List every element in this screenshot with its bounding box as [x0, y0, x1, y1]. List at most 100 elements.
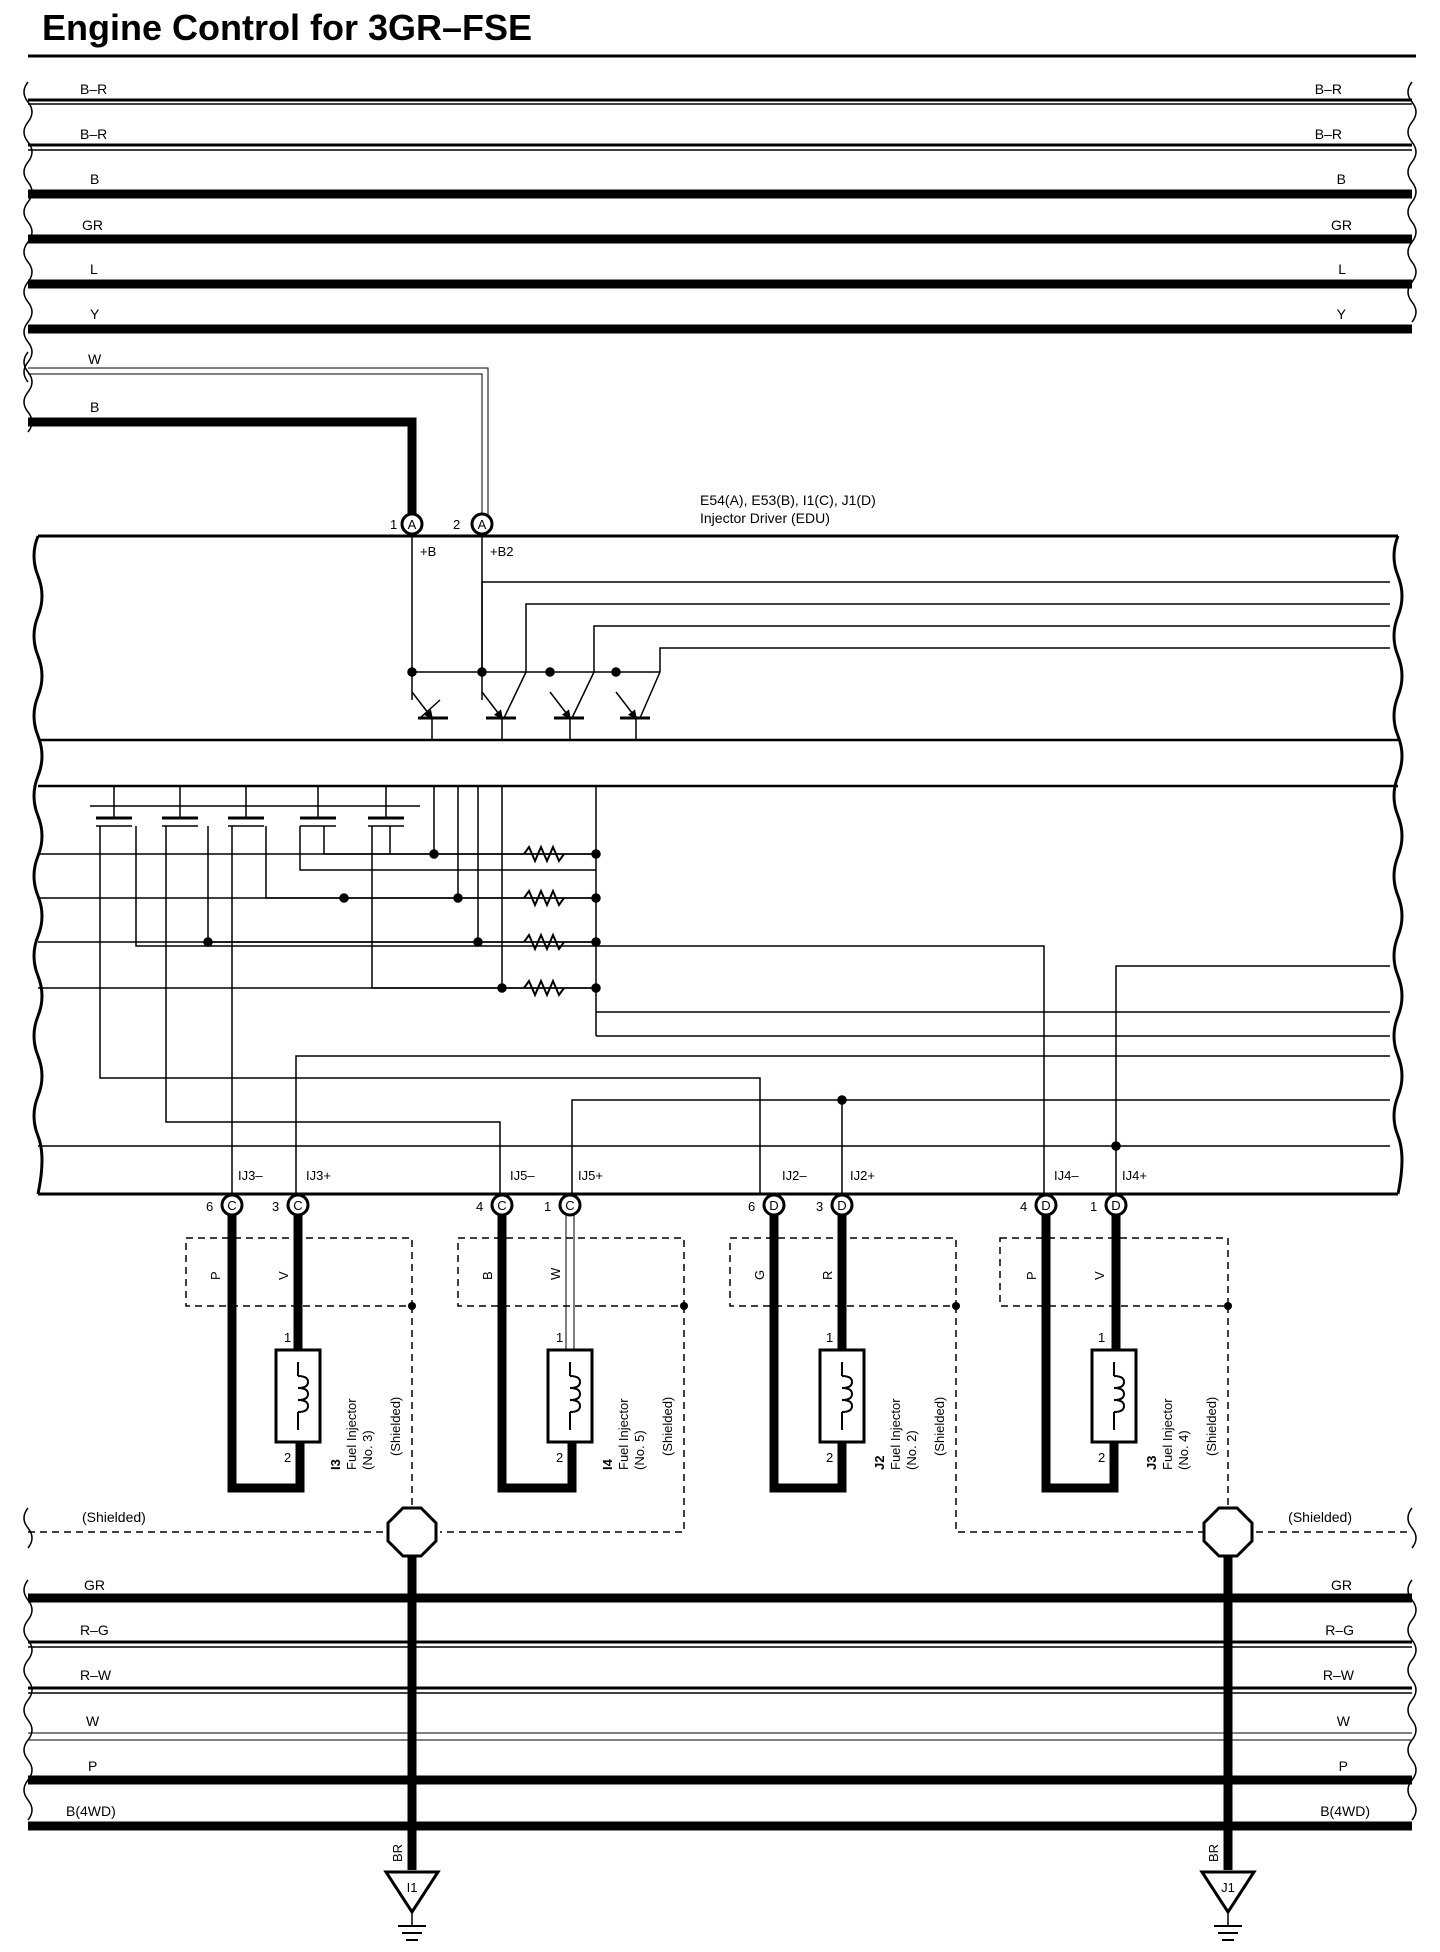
svg-text:J1: J1	[1221, 1880, 1235, 1895]
svg-text:+B: +B	[420, 544, 436, 559]
svg-text:(Shielded): (Shielded)	[932, 1397, 947, 1456]
fuel-injector: P V 1 2 J3 Fuel Injector (No. 4) (Shield…	[999, 1215, 1232, 1512]
svg-text:C: C	[227, 1198, 236, 1213]
wire-label-right: R–W	[1323, 1667, 1355, 1683]
wire-label-left: B–R	[80, 81, 107, 97]
bottom-harness: GR GR R–G R–G R–W R–W W W P P B(4WD) B(4…	[28, 1577, 1412, 1831]
svg-text:A: A	[408, 517, 417, 532]
svg-text:6: 6	[748, 1199, 755, 1214]
svg-text:G: G	[752, 1270, 767, 1280]
svg-text:4: 4	[476, 1199, 483, 1214]
output-pin: IJ2+ 3 D	[816, 1168, 875, 1217]
svg-text:2: 2	[284, 1450, 291, 1465]
svg-text:1: 1	[544, 1199, 551, 1214]
wire-label-right: L	[1338, 261, 1346, 277]
svg-text:(Shielded): (Shielded)	[1204, 1397, 1219, 1456]
svg-text:D: D	[1111, 1198, 1120, 1213]
svg-text:B: B	[480, 1271, 495, 1280]
svg-text:W: W	[548, 1267, 563, 1280]
svg-text:1: 1	[284, 1330, 291, 1345]
edu-power-wires: W B	[28, 351, 489, 518]
edu-connectors-label: E54(A), E53(B), I1(C), J1(D)	[700, 492, 876, 508]
svg-text:(No. 3): (No. 3)	[360, 1430, 375, 1470]
fuel-injector: G R 1 2 J2 Fuel Injector (No. 2) (Shield…	[729, 1215, 1204, 1533]
svg-text:(Shielded): (Shielded)	[388, 1397, 403, 1456]
wire-label-right: B–R	[1315, 81, 1342, 97]
wire-label-right: B	[1337, 171, 1346, 187]
wire-label-right: B(4WD)	[1320, 1803, 1370, 1819]
output-pin: IJ5– 4 C	[476, 1168, 535, 1217]
output-pin: IJ3– 6 C	[206, 1168, 263, 1217]
wire-label-left: L	[90, 261, 98, 277]
output-pin: IJ2– 6 D	[748, 1168, 807, 1217]
svg-text:IJ2–: IJ2–	[782, 1168, 807, 1183]
wire-label-right: GR	[1331, 1577, 1352, 1593]
svg-text:A: A	[478, 517, 487, 532]
wire-label-right: Y	[1337, 306, 1347, 322]
svg-text:BR: BR	[1206, 1844, 1221, 1862]
svg-text:C: C	[293, 1198, 302, 1213]
svg-text:(No. 2): (No. 2)	[904, 1430, 919, 1470]
fuel-injector: B W 1 2 I4 Fuel Injector (No. 5) (Shield…	[440, 1215, 688, 1533]
svg-text:+B2: +B2	[490, 544, 514, 559]
output-pin: IJ4+ 1 D	[1090, 1168, 1147, 1217]
shield-junction	[1202, 1506, 1254, 1558]
top-harness: B–R B–R B–R B–R B B GR GR L L Y Y	[28, 81, 1412, 334]
wire-label-right: W	[1337, 1713, 1351, 1729]
svg-text:IJ5+: IJ5+	[578, 1168, 603, 1183]
svg-text:(Shielded): (Shielded)	[660, 1397, 675, 1456]
svg-text:P: P	[1024, 1271, 1039, 1280]
svg-text:P: P	[208, 1271, 223, 1280]
svg-text:Fuel Injector: Fuel Injector	[1160, 1398, 1175, 1470]
svg-text:1: 1	[1090, 1199, 1097, 1214]
edu-internal-circuit	[38, 536, 1398, 1194]
wire-label-right: B–R	[1315, 126, 1342, 142]
edu-name-label: Injector Driver (EDU)	[700, 510, 830, 526]
svg-text:(No. 5): (No. 5)	[632, 1430, 647, 1470]
svg-text:IJ5–: IJ5–	[510, 1168, 535, 1183]
svg-text:J2: J2	[872, 1456, 887, 1470]
wire-label-left: R–W	[80, 1667, 112, 1683]
edu-box	[32, 534, 1404, 1196]
wire-label-left: GR	[84, 1577, 105, 1593]
svg-text:BR: BR	[390, 1844, 405, 1862]
svg-text:3: 3	[816, 1199, 823, 1214]
svg-text:Fuel Injector: Fuel Injector	[616, 1398, 631, 1470]
wire-label-right: GR	[1331, 217, 1352, 233]
svg-text:IJ2+: IJ2+	[850, 1168, 875, 1183]
svg-text:I3: I3	[328, 1459, 343, 1470]
break-marks	[23, 81, 1417, 1821]
svg-text:(No. 4): (No. 4)	[1176, 1430, 1191, 1470]
svg-text:2: 2	[826, 1450, 833, 1465]
svg-text:J3: J3	[1144, 1456, 1159, 1470]
svg-text:C: C	[565, 1198, 574, 1213]
wire-label-left: P	[88, 1758, 97, 1774]
svg-text:IJ3+: IJ3+	[306, 1168, 331, 1183]
shield-label-right: (Shielded)	[1288, 1509, 1352, 1525]
svg-text:I1: I1	[407, 1880, 418, 1895]
wire-label-left: W	[88, 351, 102, 367]
output-pin: IJ3+ 3 C	[272, 1168, 331, 1217]
svg-text:1: 1	[390, 517, 397, 532]
wire-label-left: R–G	[80, 1622, 109, 1638]
wire-label-left: B(4WD)	[66, 1803, 116, 1819]
svg-text:C: C	[497, 1198, 506, 1213]
wire-label-left: W	[86, 1713, 100, 1729]
svg-text:Fuel Injector: Fuel Injector	[344, 1398, 359, 1470]
svg-text:1: 1	[556, 1330, 563, 1345]
wire-label-right: R–G	[1325, 1622, 1354, 1638]
svg-text:1: 1	[826, 1330, 833, 1345]
svg-text:4: 4	[1020, 1199, 1027, 1214]
svg-text:1: 1	[1098, 1330, 1105, 1345]
shield-junction	[386, 1506, 438, 1558]
svg-text:D: D	[769, 1198, 778, 1213]
svg-text:IJ3–: IJ3–	[238, 1168, 263, 1183]
shield-line: (Shielded) (Shielded)	[28, 1509, 1412, 1533]
svg-text:R: R	[820, 1271, 835, 1280]
svg-text:Fuel Injector: Fuel Injector	[888, 1398, 903, 1470]
shield-label-left: (Shielded)	[82, 1509, 146, 1525]
wire-label-left: B–R	[80, 126, 107, 142]
svg-text:2: 2	[556, 1450, 563, 1465]
wire-label-left: B	[90, 399, 99, 415]
page-title: Engine Control for 3GR–FSE	[42, 7, 532, 48]
